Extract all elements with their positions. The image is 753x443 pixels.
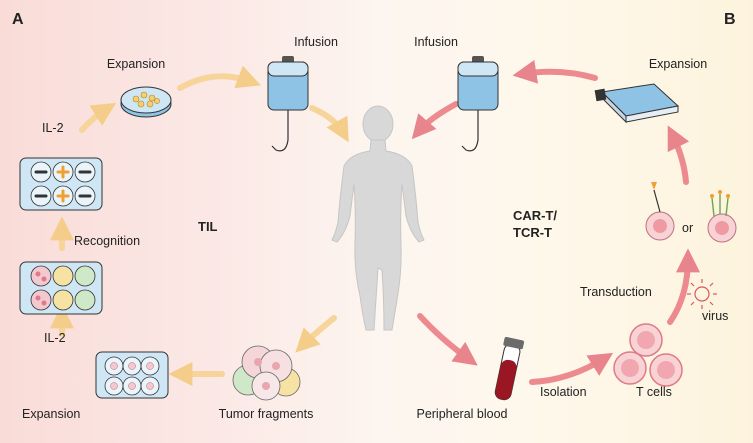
panel-letter-a: A	[12, 11, 24, 28]
cart-label-line2: TCR-T	[513, 225, 552, 240]
arrow-expansion-to-infusion	[177, 65, 261, 91]
petri-dish-icon	[120, 86, 172, 118]
arrow-human-to-tumor	[295, 315, 337, 353]
blood-tube-icon	[494, 336, 525, 401]
or-label: or	[682, 221, 694, 235]
cart-label-line1: CAR-T/	[513, 208, 558, 223]
tumor-fragments-label: Tumor fragments	[218, 407, 314, 421]
arrow-transduction-to-expansion	[667, 125, 690, 185]
left-il2-top-label: IL-2	[42, 121, 64, 135]
transduction-cell-icon-2	[707, 190, 737, 243]
arrow-infusion-to-human	[309, 105, 349, 143]
virus-label: virus	[702, 309, 729, 323]
til-label: TIL	[198, 219, 218, 234]
right-expansion-label: Expansion	[648, 57, 708, 71]
arrow-human-to-blood	[417, 313, 478, 366]
left-infusion-label: Infusion	[294, 35, 338, 49]
left-expansion-top-label: Expansion	[106, 57, 166, 71]
culture-flask-icon	[594, 83, 680, 124]
tumor-fragments-icon	[232, 345, 301, 401]
arrow-il2-to-dish	[79, 102, 117, 133]
transduction-label: Transduction	[580, 285, 652, 299]
t-cells-icon	[613, 323, 683, 387]
arrow-blood-to-tcells	[529, 352, 614, 385]
t-cells-label: T cells	[636, 385, 672, 399]
cell-plate-icon	[19, 261, 103, 315]
expansion-plate-icon	[95, 351, 169, 399]
infusion-bag-icon-right	[457, 56, 499, 152]
recognition-plate-icon	[19, 157, 103, 211]
arrow-tcells-to-transduction	[667, 248, 700, 325]
right-infusion-label: Infusion	[414, 35, 458, 49]
left-recognition-label: Recognition	[74, 234, 141, 248]
transduction-cell-icon-1	[645, 182, 675, 241]
arrow-infusion-to-human-r	[411, 101, 459, 140]
arrow-expansion-to-infusion-r	[512, 59, 598, 84]
peripheral-blood-label: Peripheral blood	[416, 407, 508, 421]
left-expansion-bottom-label: Expansion	[22, 407, 81, 421]
panel-letter-b: B	[724, 11, 736, 28]
human-body-icon	[331, 105, 425, 331]
virus-icon	[687, 279, 717, 309]
infusion-bag-icon	[267, 56, 309, 152]
isolation-label: Isolation	[540, 385, 587, 399]
left-il2-bottom-label: IL-2	[44, 331, 66, 345]
